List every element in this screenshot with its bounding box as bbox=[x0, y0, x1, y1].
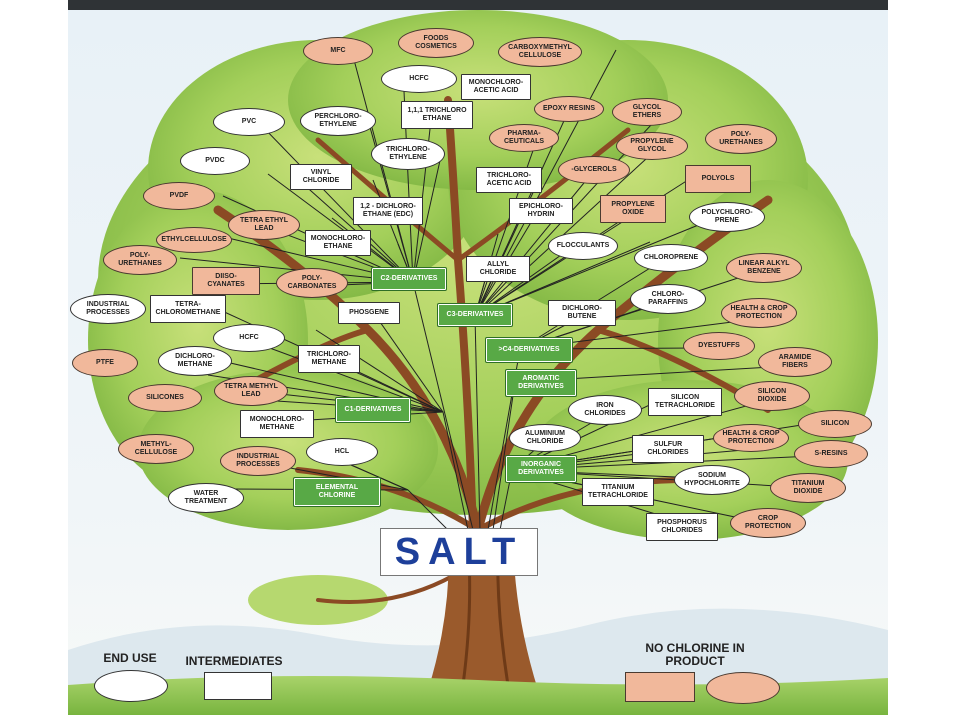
node-trichloro-ethane: 1,1,1 TRICHLORO ETHANE bbox=[401, 101, 473, 129]
node-carboxymethyl-cellulose: CARBOXYMETHYL CELLULOSE bbox=[498, 37, 582, 67]
node-iron-chlorides: IRON CHLORIDES bbox=[568, 395, 642, 425]
legend-intermediates-label: INTERMEDIATES bbox=[185, 654, 283, 668]
node-flocculants: FLOCCULANTS bbox=[548, 232, 618, 260]
legend-no-chlorine-ellipse bbox=[706, 672, 780, 704]
node-propylene-oxide: PROPYLENE OXIDE bbox=[600, 195, 666, 223]
node-glycerols: -GLYCEROLS bbox=[558, 156, 630, 184]
node-tetra-ethyl-lead: TETRA ETHYL LEAD bbox=[228, 210, 300, 240]
node-glycol-ethers: GLYCOL ETHERS bbox=[612, 98, 682, 126]
node-water-treatment: WATER TREATMENT bbox=[168, 483, 244, 513]
node-pvc: PVC bbox=[213, 108, 285, 136]
node-titanium-dioxide: TITANIUM DIOXIDE bbox=[770, 473, 846, 503]
node-dichlorobutene: DICHLORO- BUTENE bbox=[548, 300, 616, 326]
node-foods-cosmetics: FOODS COSMETICS bbox=[398, 28, 474, 58]
node-silicon-tetrachloride: SILICON TETRACHLORIDE bbox=[648, 388, 722, 416]
node-linear-alkyl-benzene: LINEAR ALKYL BENZENE bbox=[726, 253, 802, 283]
node-health-crop-protection-top: HEALTH & CROP PROTECTION bbox=[721, 298, 797, 328]
node-health-crop-protection-bottom: HEALTH & CROP PROTECTION bbox=[713, 424, 789, 452]
node-mfc: MFC bbox=[303, 37, 373, 65]
node-chloro-paraffins: CHLORO- PARAFFINS bbox=[630, 284, 706, 314]
node-aromatic-derivatives: AROMATIC DERIVATIVES bbox=[505, 369, 577, 397]
salt-tree-diagram: MFC FOODS COSMETICS CARBOXYMETHYL CELLUL… bbox=[68, 10, 888, 715]
node-monochloro-acetic-acid: MONOCHLORO- ACETIC ACID bbox=[461, 74, 531, 100]
node-ptfe: PTFE bbox=[72, 349, 138, 377]
legend-no-chlorine-rect bbox=[625, 672, 695, 702]
legend-end-use-label: END USE bbox=[103, 651, 157, 665]
node-perchloro-ethylene: PERCHLORO- ETHYLENE bbox=[300, 106, 376, 136]
node-trichloro-acetic-acid: TRICHLORO- ACETIC ACID bbox=[476, 167, 542, 193]
node-hcl: HCL bbox=[306, 438, 378, 466]
node-tetrachloromethane: TETRA- CHLOROMETHANE bbox=[150, 295, 226, 323]
node-elemental-chlorine: ELEMENTAL CHLORINE bbox=[293, 477, 381, 507]
node-trichloromethane: TRICHLORO- METHANE bbox=[298, 345, 360, 373]
node-industrial-processes-top: INDUSTRIAL PROCESSES bbox=[70, 294, 146, 324]
node-dichloromethane: DICHLORO- METHANE bbox=[158, 346, 232, 376]
node-trichloro-ethylene: TRICHLORO- ETHYLENE bbox=[371, 138, 445, 170]
node-pvdf: PVDF bbox=[143, 182, 215, 210]
node-propylene-glycol: PROPYLENE GLYCOL bbox=[616, 132, 688, 160]
node-inorganic-derivatives: INORGANIC DERIVATIVES bbox=[505, 455, 577, 483]
legend-no-chlorine-label: NO CHLORINE IN PRODUCT bbox=[645, 641, 745, 668]
node-tetra-methyl-lead: TETRA METHYL LEAD bbox=[214, 376, 288, 406]
legend-end-use-ellipse bbox=[94, 670, 168, 702]
node-polychloroprene: POLYCHLORO- PRENE bbox=[689, 202, 765, 232]
node-silicones: SILICONES bbox=[128, 384, 202, 412]
node-sodium-hypochlorite: SODIUM HYPOCHLORITE bbox=[674, 465, 750, 495]
node-chloroprene: CHLOROPRENE bbox=[634, 244, 708, 272]
node-aramide-fibers: ARAMIDE FIBERS bbox=[758, 347, 832, 377]
node-silicon: SILICON bbox=[798, 410, 872, 438]
node-silicon-dioxide: SILICON DIOXIDE bbox=[734, 381, 810, 411]
legend-intermediates-rect bbox=[204, 672, 272, 700]
node-monochloro-methane: MONOCHLORO- METHANE bbox=[240, 410, 314, 438]
node-sulfur-chlorides: SULFUR CHLORIDES bbox=[632, 435, 704, 463]
node-methylcellulose: METHYL- CELLULOSE bbox=[118, 434, 194, 464]
node-polyols: POLYOLS bbox=[685, 165, 751, 193]
node-c2-derivatives: C2-DERIVATIVES bbox=[371, 267, 447, 291]
top-border-bar bbox=[68, 0, 888, 10]
node-crop-protection: CROP PROTECTION bbox=[730, 508, 806, 538]
node-dyestuffs: DYESTUFFS bbox=[683, 332, 755, 360]
node-pvdc: PVDC bbox=[180, 147, 250, 175]
node-s-resins: S-RESINS bbox=[794, 440, 868, 468]
node-phosphorus-chlorides: PHOSPHORUS CHLORIDES bbox=[646, 513, 718, 541]
node-phosgene: PHOSGENE bbox=[338, 302, 400, 324]
node-monochloro-ethane: MONOCHLORO- ETHANE bbox=[305, 230, 371, 256]
node-poly-urethanes-left: POLY- URETHANES bbox=[103, 245, 177, 275]
node-hcfc-mid: HCFC bbox=[213, 324, 285, 352]
node-hcfc: HCFC bbox=[381, 65, 457, 93]
node-pharmaceuticals: PHARMA- CEUTICALS bbox=[489, 124, 559, 152]
node-epoxy-resins: EPOXY RESINS bbox=[534, 96, 604, 122]
node-titanium-tetrachloride: TITANIUM TETRACHLORIDE bbox=[582, 478, 654, 506]
node-edc: 1,2 - DICHLORO- ETHANE (EDC) bbox=[353, 197, 423, 225]
node-aluminium-chloride: ALUMINIUM CHLORIDE bbox=[509, 424, 581, 452]
node-diisocyanates: DIISO- CYANATES bbox=[192, 267, 260, 295]
node-poly-urethanes-right: POLY- URETHANES bbox=[705, 124, 777, 154]
node-ethylcellulose: ETHYLCELLULOSE bbox=[156, 227, 232, 253]
salt-root-label: SALT bbox=[380, 528, 538, 576]
node-industrial-processes-bottom: INDUSTRIAL PROCESSES bbox=[220, 446, 296, 476]
node-c1-derivatives: C1-DERIVATIVES bbox=[335, 397, 411, 423]
node-epichlorohydrin: EPICHLORO- HYDRIN bbox=[509, 198, 573, 224]
node-polycarbonates: POLY- CARBONATES bbox=[276, 268, 348, 298]
node-c4-derivatives: >C4-DERIVATIVES bbox=[485, 337, 573, 363]
node-vinyl-chloride: VINYL CHLORIDE bbox=[290, 164, 352, 190]
node-c3-derivatives: C3-DERIVATIVES bbox=[437, 303, 513, 327]
node-allyl-chloride: ALLYL CHLORIDE bbox=[466, 256, 530, 282]
